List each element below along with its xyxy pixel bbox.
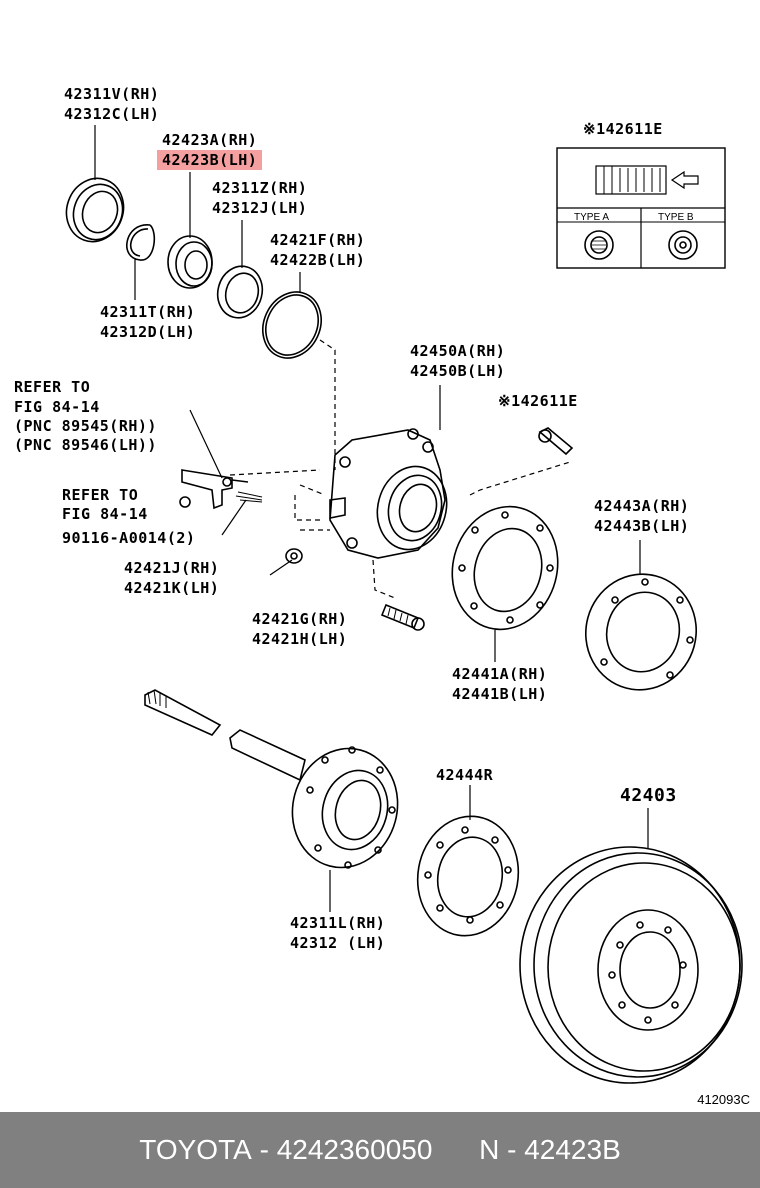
label-42311t: 42311T(RH) bbox=[100, 303, 196, 321]
label-42444r: 42444R bbox=[436, 766, 494, 784]
footer-separator: - bbox=[251, 1134, 277, 1165]
oil-seal-42311v bbox=[65, 177, 125, 243]
bolt-type-box bbox=[556, 147, 726, 269]
footer-bar: TOYOTA - 4242360050 N - 42423B bbox=[0, 1112, 760, 1188]
label-42443b: 42443B(LH) bbox=[594, 517, 690, 535]
label-42450b: 42450B(LH) bbox=[410, 362, 506, 380]
label-42423b-highlighted: 42423B(LH) bbox=[157, 150, 263, 170]
label-90116: 90116-A0014(2) bbox=[62, 529, 196, 547]
axle-housing-42450a bbox=[329, 428, 448, 559]
speed-sensor bbox=[179, 469, 263, 510]
label-42423a: 42423A(RH) bbox=[162, 131, 258, 149]
gasket-42444r bbox=[416, 815, 520, 937]
label-42450a: 42450A(RH) bbox=[410, 342, 506, 360]
snap-ring-42311t bbox=[126, 224, 156, 261]
footer-part-number: 4242360050 bbox=[276, 1134, 433, 1165]
label-42311z: 42311Z(RH) bbox=[212, 179, 308, 197]
label-42312j: 42312J(LH) bbox=[212, 199, 308, 217]
label-refer1-line2: FIG 84-14 bbox=[14, 398, 100, 416]
label-42311l: 42311L(RH) bbox=[290, 914, 386, 932]
label-42421g: 42421G(RH) bbox=[252, 610, 348, 628]
label-refer1-line4: (PNC 89546(LH)) bbox=[14, 436, 157, 454]
label-42441b: 42441B(LH) bbox=[452, 685, 548, 703]
hub-bolt-42611e bbox=[538, 427, 574, 456]
dashed-lines bbox=[229, 339, 571, 599]
label-refer1-line3: (PNC 89545(RH)) bbox=[14, 417, 157, 435]
label-42312: 42312 (LH) bbox=[290, 934, 386, 952]
footer-brand: TOYOTA bbox=[139, 1134, 252, 1165]
gasket-42441a bbox=[451, 505, 559, 631]
o-ring-42421f bbox=[262, 291, 322, 359]
label-42611e: ※142611E bbox=[498, 392, 578, 410]
footer-gap bbox=[432, 1134, 479, 1166]
figure-number: 412093C bbox=[697, 1092, 750, 1107]
label-refer2-line1: REFER TO bbox=[62, 486, 139, 504]
label-type-a: TYPE A bbox=[574, 212, 610, 223]
leader-lines bbox=[94, 125, 649, 912]
axle-shaft-42311l bbox=[144, 689, 399, 869]
bearing-42423b bbox=[167, 235, 213, 289]
exploded-parts-diagram bbox=[65, 125, 743, 1084]
label-42403: 42403 bbox=[620, 785, 677, 806]
label-42311v: 42311V(RH) bbox=[64, 85, 160, 103]
label-42611e-box: ※142611E bbox=[583, 120, 663, 138]
label-42312d: 42312D(LH) bbox=[100, 323, 196, 341]
brake-drum-42403 bbox=[519, 846, 743, 1084]
label-type-b: TYPE B bbox=[658, 212, 694, 223]
footer-ref: N - 42423B bbox=[479, 1134, 621, 1165]
nut-42421j bbox=[285, 548, 303, 564]
label-42421j: 42421J(RH) bbox=[124, 559, 220, 577]
label-refer1-line1: REFER TO bbox=[14, 378, 91, 396]
label-refer2-line2: FIG 84-14 bbox=[62, 505, 148, 523]
seal-42311z bbox=[216, 265, 264, 319]
label-42422b: 42422B(LH) bbox=[270, 251, 366, 269]
bolt-42421g bbox=[380, 603, 425, 631]
label-42312c: 42312C(LH) bbox=[64, 105, 160, 123]
plate-42443a bbox=[584, 573, 698, 691]
label-42421h: 42421H(LH) bbox=[252, 630, 348, 648]
label-42443a: 42443A(RH) bbox=[594, 497, 690, 515]
label-42421k: 42421K(LH) bbox=[124, 579, 220, 597]
label-42421f: 42421F(RH) bbox=[270, 231, 366, 249]
label-42441a: 42441A(RH) bbox=[452, 665, 548, 683]
